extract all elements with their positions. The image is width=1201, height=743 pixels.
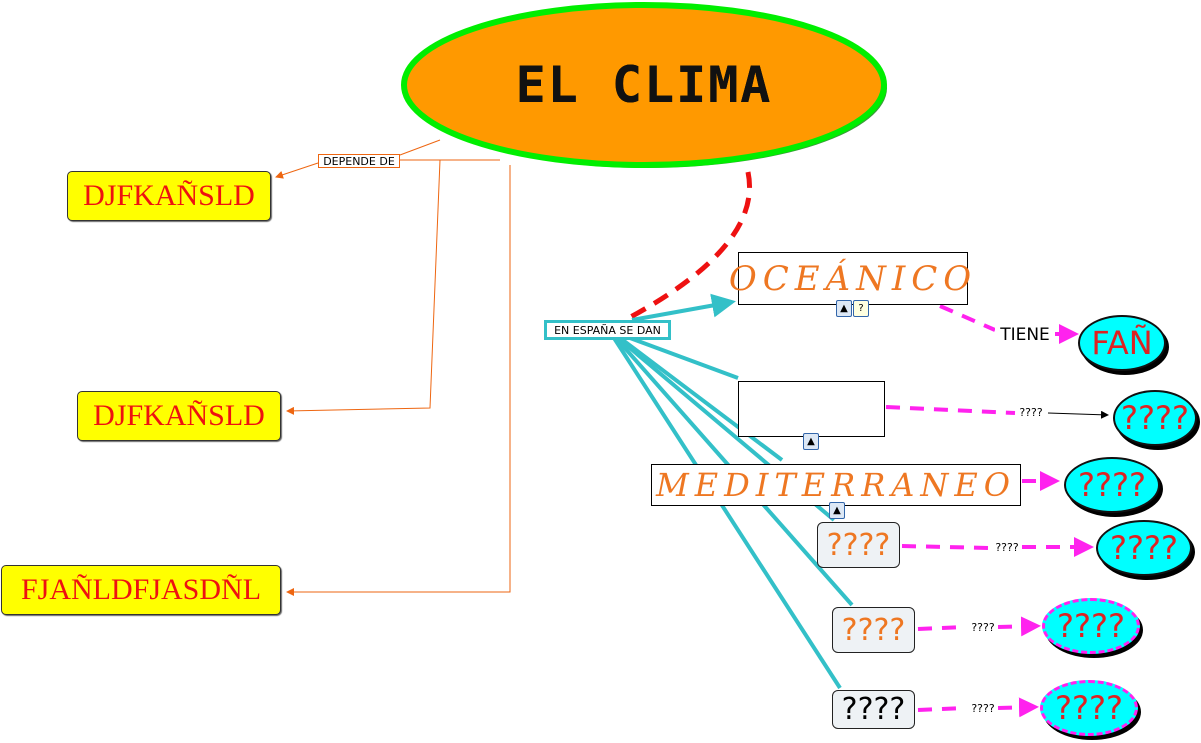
concept-mediterraneo[interactable]: MEDITERRANEO	[651, 464, 1021, 506]
target-question-1[interactable]: ????	[1113, 390, 1197, 446]
concept-question-2[interactable]: ????	[832, 607, 915, 653]
target-question-4[interactable]: ????	[1042, 598, 1140, 654]
concept-question-1[interactable]: ????	[817, 522, 900, 568]
link-label-q4[interactable]: ????	[968, 702, 998, 715]
link-label-depende-de[interactable]: DEPENDE DE	[318, 154, 400, 168]
concept-left-2[interactable]: DJFKAÑSLD	[77, 391, 281, 441]
link-label-tiene[interactable]: TIENE	[995, 325, 1055, 345]
target-fan[interactable]: FAÑ	[1078, 315, 1166, 371]
main-concept[interactable]: EL CLIMA	[444, 55, 844, 115]
link-label-q1[interactable]: ????	[1016, 406, 1046, 419]
magenta-links	[885, 304, 1094, 718]
target-question-2[interactable]: ????	[1064, 457, 1160, 513]
target-question-3[interactable]: ????	[1096, 520, 1192, 576]
concept-blank[interactable]	[738, 381, 885, 437]
image-icon[interactable]: ▲	[803, 433, 819, 450]
link-label-q2[interactable]: ????	[992, 541, 1022, 554]
image-icon[interactable]: ▲	[829, 502, 845, 519]
target-question-5[interactable]: ????	[1040, 680, 1138, 736]
red-dashed-link	[623, 171, 752, 323]
concept-oceanico[interactable]: OCEÁNICO	[729, 252, 971, 305]
concept-left-3[interactable]: FJAÑLDFJASDÑL	[1, 565, 281, 615]
orange-links	[275, 139, 511, 596]
document-icon[interactable]: ?	[853, 300, 869, 317]
link-label-en-espana[interactable]: EN ESPAÑA SE DAN	[544, 320, 671, 340]
concept-left-1[interactable]: DJFKAÑSLD	[67, 171, 271, 221]
image-icon[interactable]: ▲	[836, 300, 852, 317]
concept-question-3[interactable]: ????	[832, 690, 915, 729]
link-label-q3[interactable]: ????	[968, 621, 998, 634]
